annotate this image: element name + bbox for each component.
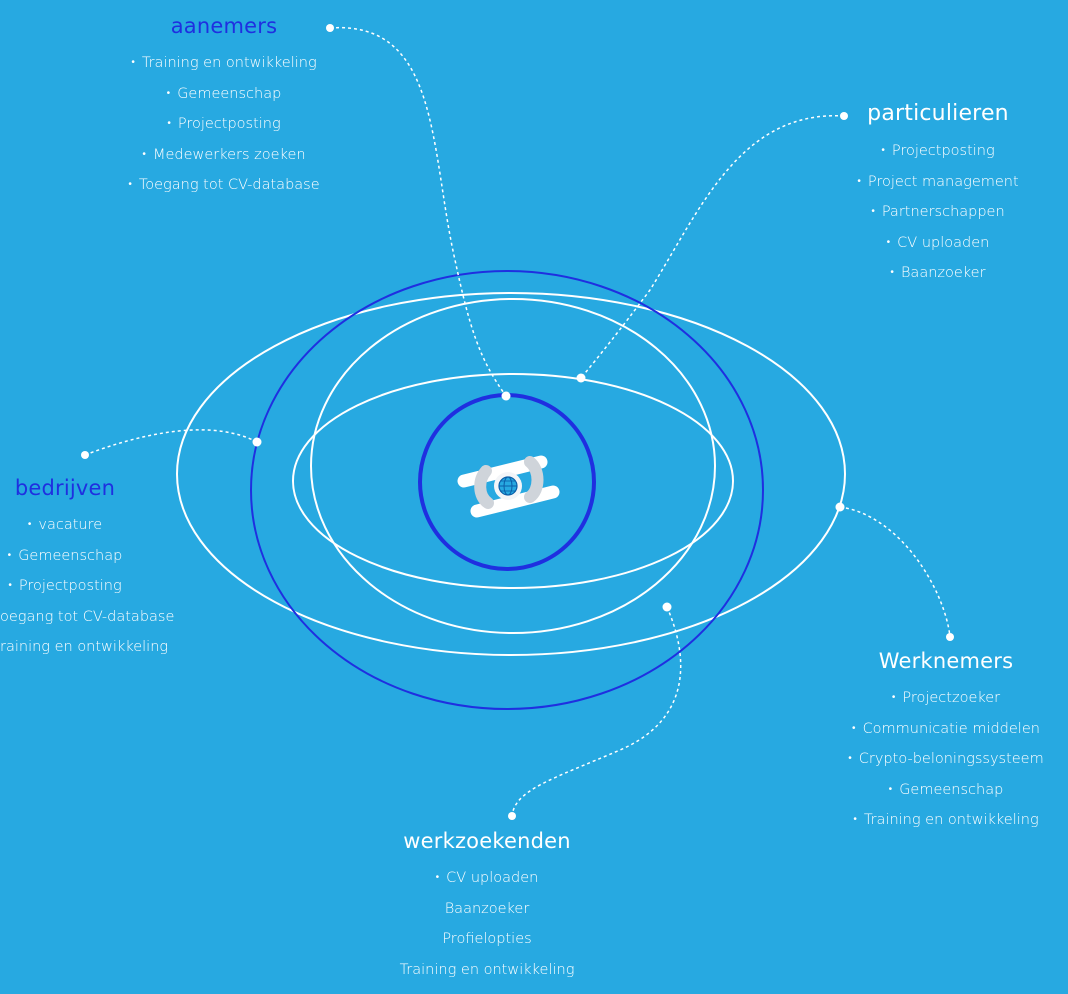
connector-werknemers xyxy=(839,506,951,638)
list-item: Toegang tot CV-database xyxy=(104,170,344,201)
outer-orbit xyxy=(176,292,846,656)
list-item: Projectposting xyxy=(818,136,1058,167)
list-item: Projectposting xyxy=(104,109,344,140)
list-item: oegang tot CV-database xyxy=(0,608,175,625)
blue-orbit xyxy=(250,270,764,710)
group-werknemers: Werknemers Projectzoeker Communicatie mi… xyxy=(836,649,1056,836)
node-werkzoekenden-orbit xyxy=(662,602,672,612)
item-list: vacature Gemeenschap Projectposting oega… xyxy=(0,510,175,663)
item-list: Training en ontwikkeling Gemeenschap Pro… xyxy=(104,48,344,201)
group-werkzoekenden: werkzoekenden CV uploaden Baanzoeker Pro… xyxy=(382,829,592,985)
node-particulieren-end xyxy=(840,112,848,120)
list-item: Projectposting xyxy=(0,571,170,602)
connector-bedrijven xyxy=(84,429,258,456)
item-list: Projectposting Project management Partne… xyxy=(818,136,1058,289)
list-item: CV uploaden xyxy=(382,863,592,894)
middle-orbit xyxy=(310,298,716,634)
globe-link-logo-icon xyxy=(457,455,560,518)
node-bedrijven-orbit xyxy=(252,437,262,447)
group-bedrijven: bedrijven vacature Gemeenschap Projectpo… xyxy=(0,476,175,663)
list-item: vacature xyxy=(0,510,170,541)
node-werknemers-end xyxy=(946,633,954,641)
list-item: Training en ontwikkeling xyxy=(836,805,1056,836)
list-item: Gemeenschap xyxy=(836,775,1056,806)
list-item: Medewerkers zoeken xyxy=(104,140,344,171)
group-title: werkzoekenden xyxy=(403,829,571,853)
node-aanemers-end xyxy=(326,24,334,32)
item-list: Projectzoeker Communicatie middelen Cryp… xyxy=(836,683,1056,836)
list-item: Gemeenschap xyxy=(0,541,170,572)
list-item: Communicatie middelen xyxy=(836,714,1056,745)
node-werknemers-orbit xyxy=(835,502,845,512)
list-item: Partnerschappen xyxy=(818,197,1058,228)
list-item: Crypto-beloningssysteem xyxy=(836,744,1056,775)
list-item: Training en ontwikkeling xyxy=(104,48,344,79)
list-item: CV uploaden xyxy=(818,228,1058,259)
connector-aanemers xyxy=(329,27,507,397)
node-bedrijven-end xyxy=(81,451,89,459)
list-item: Profielopties xyxy=(442,931,532,947)
group-title: aanemers xyxy=(170,14,278,38)
group-aanemers: aanemers Training en ontwikkeling Gemeen… xyxy=(104,14,344,201)
node-particulieren-orbit xyxy=(576,373,586,383)
list-item: Baanzoeker xyxy=(818,258,1058,289)
connector-werkzoekenden xyxy=(511,606,682,817)
list-item: Gemeenschap xyxy=(104,79,344,110)
group-title: particulieren xyxy=(867,101,1009,126)
list-item: Projectzoeker xyxy=(836,683,1056,714)
inner-orbit xyxy=(292,373,734,589)
connector-particulieren xyxy=(580,115,845,379)
group-title: Werknemers xyxy=(878,649,1014,673)
list-item: Baanzoeker xyxy=(444,900,530,917)
node-werkzoekenden-end xyxy=(508,812,516,820)
group-title: bedrijven xyxy=(14,476,116,500)
list-item: raining en ontwikkeling xyxy=(0,639,169,655)
item-list: CV uploaden Baanzoeker Profielopties Tra… xyxy=(382,863,592,985)
list-item: Project management xyxy=(818,167,1058,198)
list-item: Training en ontwikkeling xyxy=(399,961,575,978)
group-particulieren: particulieren Projectposting Project man… xyxy=(818,101,1058,289)
node-aanemers-orbit xyxy=(501,391,511,401)
